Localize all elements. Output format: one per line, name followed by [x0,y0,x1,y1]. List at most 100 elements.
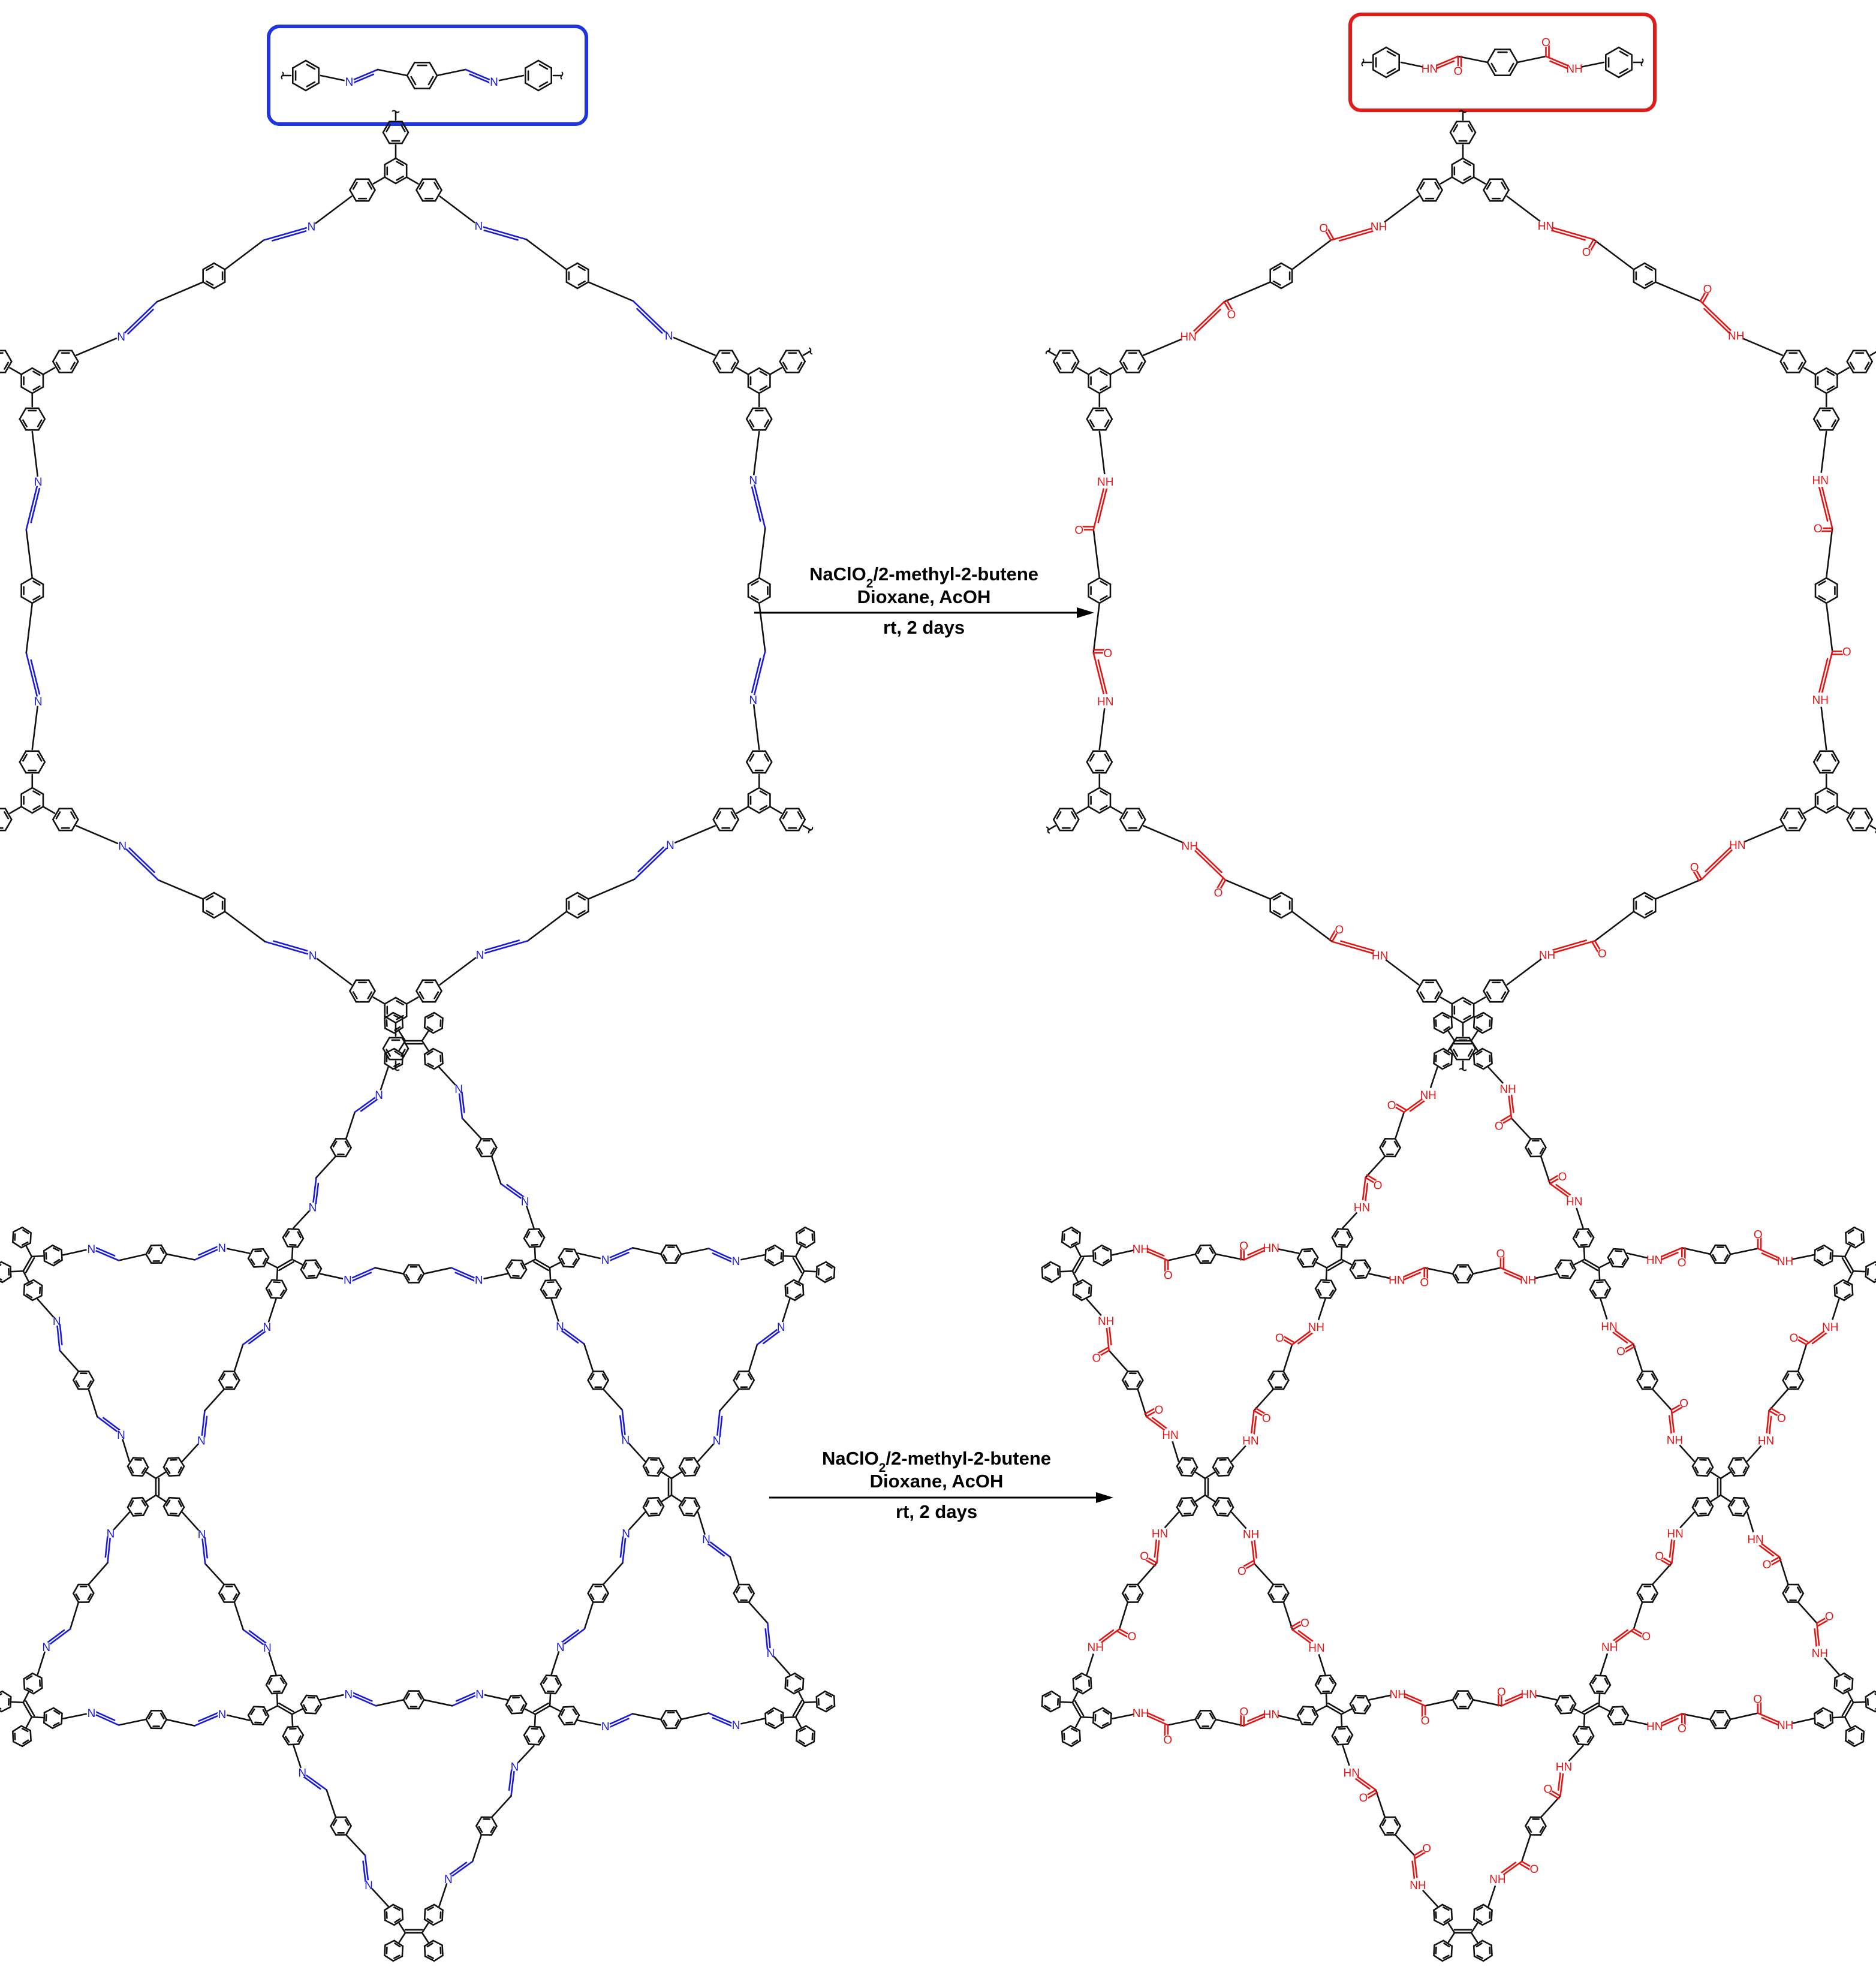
amide-nh-label: HN [1812,475,1828,487]
tpe-node [1433,1011,1493,1070]
imine-n-label: N [777,1321,785,1334]
imine-n-label: N [732,1255,740,1268]
aryl-ring [1296,1248,1319,1268]
imine-n-label: N [749,694,757,707]
aryl-ring [11,1725,32,1748]
terephthal-ring [73,1583,95,1603]
terephthal-ring [1525,1816,1547,1836]
aryl-ring [162,1496,185,1517]
imine-n-label: N [702,1534,710,1546]
tpe-node [1554,1228,1630,1299]
core-benzene [1814,787,1838,814]
aryl-ring [523,1228,546,1248]
aryl-ring [815,1690,836,1713]
reaction-arrow-top: NaClO2/2-methyl-2-butene Dioxane, AcOH r… [754,564,1094,638]
aryl-ring [1176,1457,1199,1477]
amide-nh-label: NH [1420,1089,1436,1102]
amide-nh-label: HN [1180,331,1196,344]
aryl-ring [1176,1496,1199,1517]
core-benzene [1088,787,1112,814]
imine-linker: NN [20,430,44,751]
aryl-ring [127,1496,149,1517]
terephthal-ring [747,577,771,604]
terephthal-ring [218,1583,240,1603]
aryl-ring [415,979,442,1003]
aryl-ring [0,1690,12,1713]
imine-n-label: N [365,1879,373,1892]
amide-o-label: O [1140,1550,1149,1563]
amide-nh-label: HN [1097,695,1113,708]
amide-nh-label: HN [1162,1429,1178,1442]
amide-o-label: O [1703,283,1712,296]
aryl-ring [282,1725,305,1746]
amide-o-label: O [1374,1179,1383,1192]
amide-o-label: O [1074,524,1083,537]
terephthal-ring [475,1138,498,1158]
aryl-ring [1691,1496,1714,1517]
terephthal-ring [1267,1370,1290,1390]
core-benzene [20,367,44,394]
imine-linker: NN [37,1298,130,1462]
terephthal-ring [1269,262,1293,290]
amide-nh-label: HN [1747,1534,1763,1546]
imine-n-label: N [263,1321,271,1334]
aryl-ring [558,1706,580,1726]
aryl-ring [43,1707,63,1730]
amide-nh-label: NH [1822,1321,1838,1334]
tpe-node [1176,1457,1234,1517]
imine-n-label: N [475,1275,483,1287]
aryl-ring [1296,1706,1319,1726]
aryl-ring [1833,1672,1854,1695]
aryl-ring [19,407,46,431]
aryl-ring [1072,1672,1092,1695]
amide-nh-label: HN [1758,1435,1774,1448]
aryl-ring [779,350,806,373]
aryl-ring [1053,350,1080,373]
amide-o-label: O [1319,222,1328,235]
aryl-ring [712,808,739,832]
amide-o-label: O [1128,1631,1137,1643]
solvent-label-bottom: Dioxane, AcOH [870,1471,1004,1492]
aryl-ring [23,1672,43,1695]
tpe-node [1041,1226,1112,1302]
aryl-ring [19,750,46,774]
amide-nh-label: HN [1520,1688,1537,1701]
imine-n-label: N [34,476,43,489]
amide-o-label: O [1239,1706,1248,1719]
terephthal-ring [475,1816,498,1836]
imine-n-label: N [298,1767,306,1779]
terephthal-ring [402,1264,425,1284]
amide-nh-label: NH [1777,1255,1793,1268]
tpe-node [764,1672,836,1748]
imine-linker: NN [439,825,716,986]
amide-o-label: O [1237,1565,1246,1578]
aryl-ring [1061,1226,1081,1249]
tpe-node [0,1672,63,1748]
imine-linker: NN [62,1707,251,1730]
terephthal-ring [1633,891,1657,919]
tpe-node [1296,1228,1372,1299]
amide-o-label: O [1678,1257,1687,1269]
aryl-ring [1483,979,1510,1003]
aryl-ring [1554,1259,1577,1279]
imine-linker: NN [747,430,771,751]
amide-o-label: O [1092,1352,1101,1364]
imine-n-label: N [309,1202,317,1215]
terephthal-ring [1636,1583,1658,1603]
terephthal-ring [1088,577,1112,604]
amide-o-label: O [1655,1550,1664,1563]
amide-nh-label: HN [1646,1254,1663,1267]
terephthal-ring [660,1244,682,1264]
aryl-ring [815,1261,836,1284]
amide-nh-label: HN [1729,839,1745,852]
amide-o-label: O [1420,1277,1429,1290]
aryl-ring [678,1457,701,1477]
